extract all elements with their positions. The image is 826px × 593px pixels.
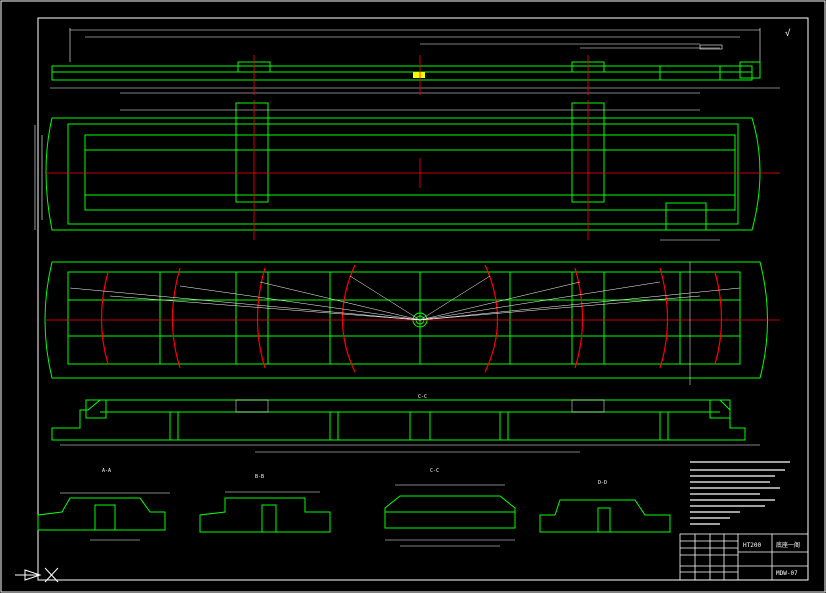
view-section-b: B-B (199, 474, 331, 533)
title-block-drawing-number: MDW-07 (776, 570, 798, 577)
view-longitudinal-section: C-C (51, 394, 760, 453)
radius-dimension-lines (69, 262, 741, 385)
section-label-d: D-D (598, 480, 607, 486)
section-label-c: C-C (430, 468, 439, 474)
section-label-a: A-A (102, 468, 111, 474)
ucs-icon (15, 567, 59, 583)
title-block-material: HT200 (743, 542, 761, 549)
view-section-c: C-C (384, 468, 516, 547)
section-label-b: B-B (255, 474, 264, 480)
surface-finish-mark: √ (785, 28, 791, 39)
title-block: HT200 底座一阁 MDW-07 (679, 533, 809, 581)
highlight-block (413, 72, 425, 78)
view-section-a: A-A (37, 468, 170, 541)
view-section-d: D-D (539, 480, 671, 533)
view-rib-layout (44, 261, 780, 385)
technical-notes (690, 461, 790, 525)
view-front-elevation (50, 28, 780, 95)
section-label-main: C-C (418, 394, 427, 400)
title-block-part-name: 底座一阁 (776, 541, 800, 549)
view-plan (34, 100, 780, 241)
